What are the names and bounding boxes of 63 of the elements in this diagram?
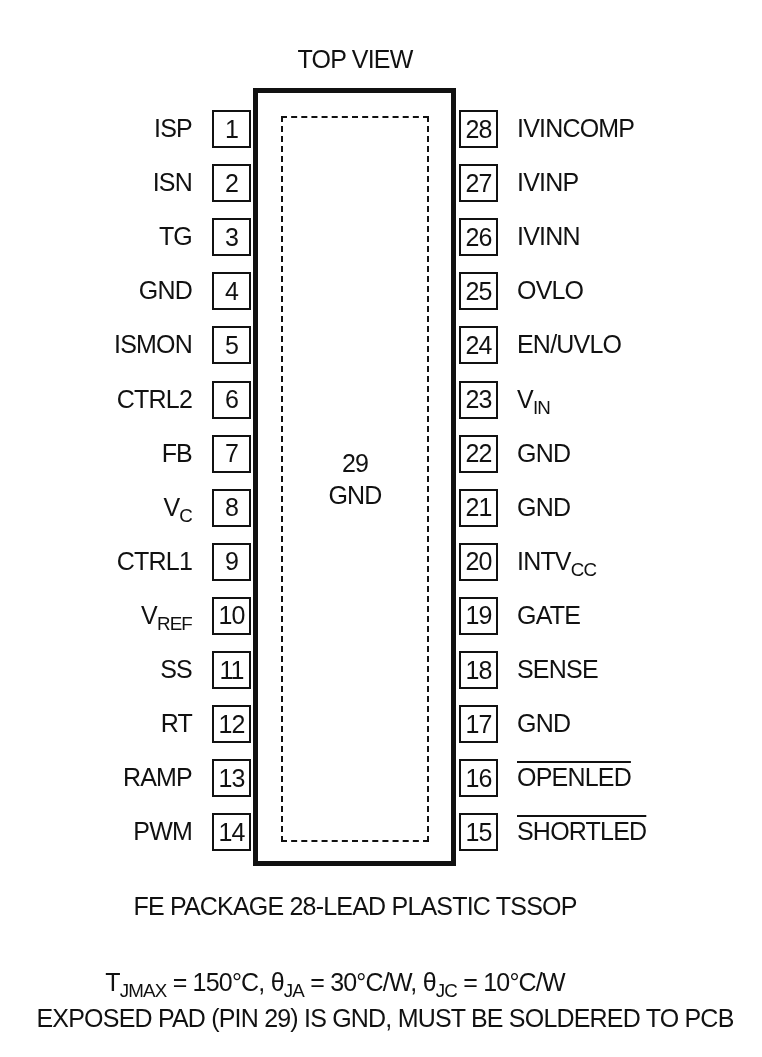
pin-number-box: 16 <box>459 759 498 798</box>
pad-label: 29 GND <box>327 448 383 511</box>
pin-name: GND <box>138 276 192 305</box>
pin-number-box: 11 <box>212 651 251 689</box>
pin-number-box: 26 <box>459 218 498 257</box>
pin-name: ISP <box>154 114 192 142</box>
pin-number-box: 25 <box>459 272 498 311</box>
pin-number-box: 28 <box>459 110 498 148</box>
pin-number-box: 7 <box>212 434 251 473</box>
pin-name: INTV$_{CC}$ <box>517 546 597 575</box>
pin-name: SENSE <box>517 655 598 683</box>
pin-name: GND <box>517 438 571 467</box>
pin-number-box: 1 <box>212 110 251 148</box>
pin-number-box: 27 <box>459 164 498 203</box>
pin-name: OVLO <box>517 276 584 305</box>
pin-number-box: 18 <box>459 651 498 689</box>
pin-number-box: 14 <box>212 813 251 852</box>
pin-number-box: 8 <box>212 488 251 527</box>
pin-number-box: 10 <box>212 596 251 635</box>
pin-number-box: 22 <box>459 434 498 473</box>
pin-name: IVINN <box>517 222 580 251</box>
pin-name: IVINP <box>517 168 579 197</box>
pin-name: ISMON <box>114 330 192 359</box>
pin-number-box: 4 <box>212 272 251 311</box>
pin-name: RAMP <box>122 763 192 792</box>
pin-number-box: 24 <box>459 326 498 365</box>
pin-name: CTRL1 <box>116 546 192 575</box>
pin-name: GND <box>517 492 571 521</box>
pin-name: SHORTLED <box>517 817 647 846</box>
pin-number-box: 12 <box>212 705 251 744</box>
pin-number-box: 21 <box>459 488 498 527</box>
pin-name: RT <box>160 709 192 738</box>
pin-number-box: 5 <box>212 326 251 365</box>
pin-name: V$_{REF}$ <box>141 600 192 629</box>
pin-name: ISN <box>152 168 192 197</box>
note-text: EXPOSED PAD (PIN 29) IS GND, MUST BE SOLDERED TO PCB <box>36 1004 734 1032</box>
pin-name: EN/UVLO <box>517 330 622 359</box>
pin-number-box: 13 <box>212 759 251 798</box>
pin-name: OPENLED <box>517 763 631 792</box>
pin-number-box: 19 <box>459 596 498 635</box>
pin-number-box: 9 <box>212 542 251 581</box>
pin-name: SS <box>160 655 192 683</box>
pin-name: IVINCOMP <box>517 114 635 142</box>
pin-number-box: 2 <box>212 164 251 203</box>
pin-name: V$_{C}$ <box>163 492 192 521</box>
chip-package-outline <box>253 88 456 866</box>
pin-number-box: 17 <box>459 705 498 744</box>
pin-name: FB <box>161 438 192 467</box>
exposed-pad-outline <box>281 116 429 842</box>
pin-number-box: 15 <box>459 813 498 852</box>
pin-name: PWM <box>133 817 192 846</box>
pin-number-box: 23 <box>459 380 498 419</box>
pin-number-box: 20 <box>459 542 498 581</box>
note-text: T$_{JMAX}$ = 150°C, θ$_{JA}$ = 30°C/W, θ$_{JC}$ = 10°C/W <box>105 968 565 996</box>
pin-name: V$_{IN}$ <box>517 384 551 413</box>
pin-number-box: 3 <box>212 218 251 257</box>
package-caption: FE PACKAGE 28-LEAD PLASTIC TSSOP <box>133 892 577 920</box>
view-title: TOP VIEW <box>297 45 413 73</box>
pin-name: GATE <box>517 600 580 629</box>
pin-number-box: 6 <box>212 380 251 419</box>
pin-name: CTRL2 <box>116 384 192 413</box>
pin-name: GND <box>517 709 571 738</box>
pin-name: TG <box>158 222 192 251</box>
